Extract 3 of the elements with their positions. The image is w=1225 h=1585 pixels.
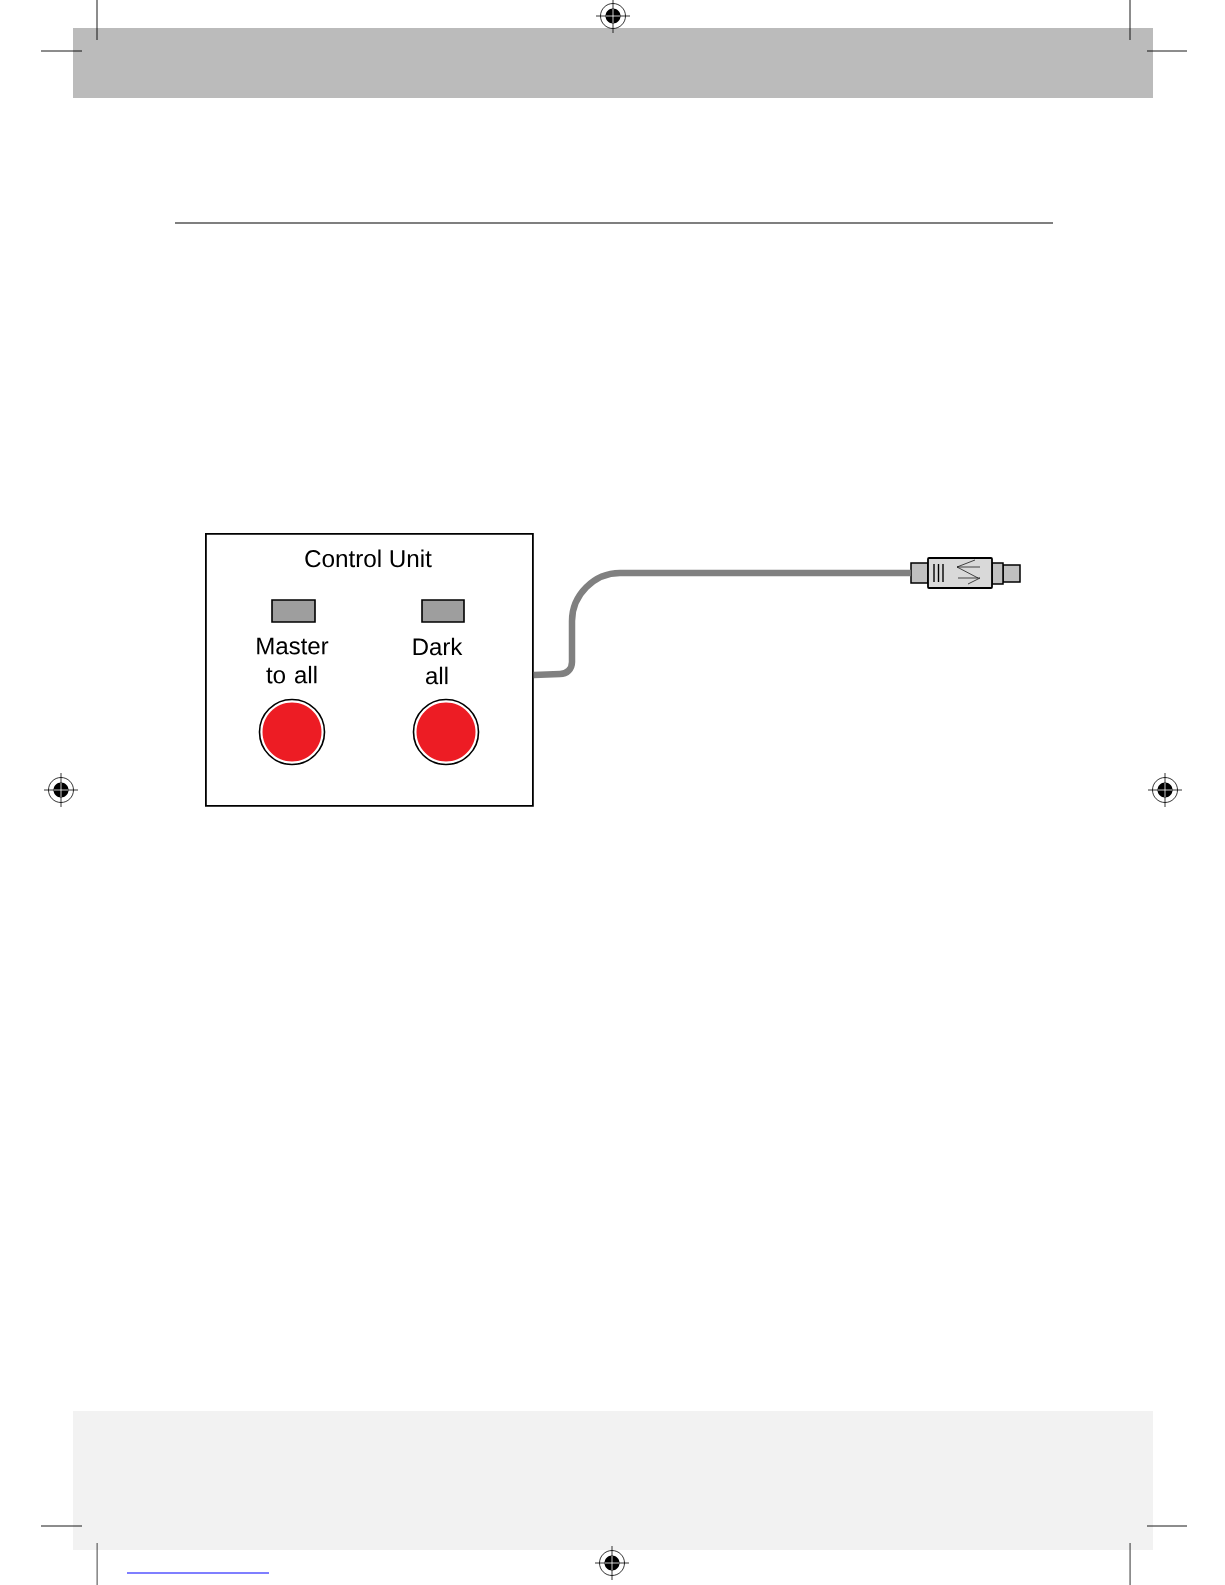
connector-plug <box>910 557 1021 589</box>
button-label: Master to all <box>257 637 329 684</box>
button-label: Dark all <box>413 637 463 685</box>
